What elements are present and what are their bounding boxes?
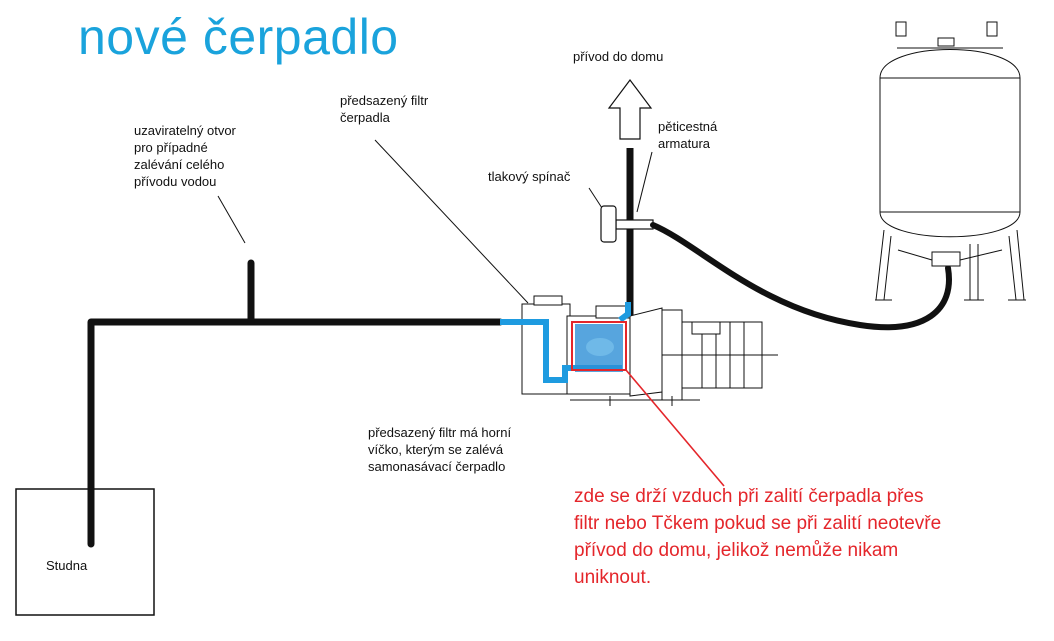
tank-hose — [650, 222, 952, 331]
water-path-outlet — [618, 302, 631, 323]
label-pressure-switch: tlakový spínač — [488, 169, 571, 184]
leader-five-way — [636, 151, 653, 213]
label-five-way-fitting: pěticestná armatura — [658, 119, 718, 151]
leader-pressure-switch — [588, 187, 603, 209]
water-path — [500, 319, 622, 383]
pressure-switch — [600, 205, 617, 243]
well-box — [15, 488, 155, 616]
pressure-tank — [875, 21, 1026, 301]
pump-assembly — [521, 295, 778, 406]
air-pocket-note: zde se drží vzduch při zalití čerpadla p… — [574, 486, 942, 588]
suction-pipe — [87, 318, 504, 548]
page-title: nové čerpadlo — [78, 9, 399, 65]
air-bubble — [586, 338, 614, 356]
label-priming-opening: uzaviratelný otvor pro případné zalévání… — [134, 123, 236, 189]
label-well: Studna — [46, 558, 88, 573]
label-pre-filter: předsazený filtr čerpadla — [340, 93, 429, 125]
air-pocket-highlight — [571, 321, 627, 371]
filter-lid — [533, 295, 563, 306]
highlight-pointer — [625, 369, 725, 487]
supply-arrow-icon — [607, 79, 653, 140]
leader-priming — [217, 195, 246, 244]
five-way-fitting — [615, 219, 654, 230]
label-house-supply: přívod do domu — [573, 49, 664, 64]
leader-filter — [374, 139, 529, 304]
label-filter-lid-note: předsazený filtr má horní víčko, kterým … — [368, 425, 512, 474]
